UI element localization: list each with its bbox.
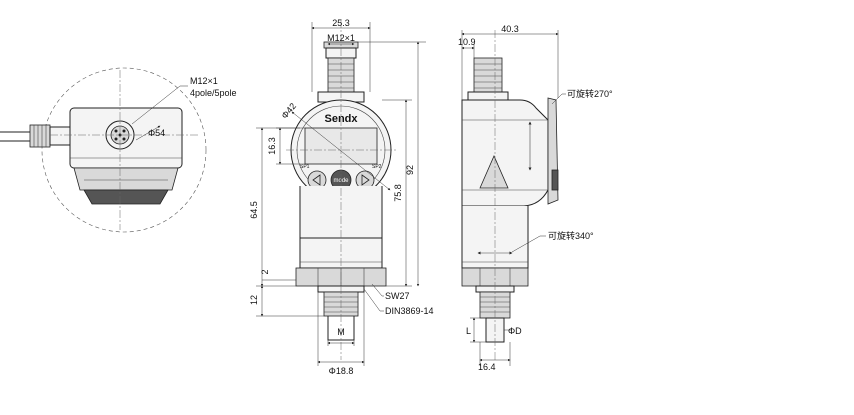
label-phi54: Φ54 <box>148 128 165 138</box>
dim-front-display-h: 16.3 <box>267 137 277 155</box>
label-m12: M12×1 <box>190 76 218 86</box>
side-view: 40.3 10.9 可旋转270° 可旋转340° L ΦD 16.4 <box>458 24 613 372</box>
dim-front-display-dia: Φ42 <box>279 101 298 121</box>
dim-front-height-75: 75.8 <box>393 184 403 202</box>
dim-front-thread: M12×1 <box>327 33 355 43</box>
dim-front-2: 2 <box>260 269 270 274</box>
dim-side-width: 40.3 <box>501 24 519 34</box>
label-rotate-270: 可旋转270° <box>567 88 613 99</box>
label-sw27: SW27 <box>385 291 410 301</box>
dim-side-bottom: 16.4 <box>478 362 496 372</box>
label-L: L <box>466 326 471 336</box>
label-din: DIN3869-14 <box>385 306 434 316</box>
dim-front-height-64: 64.5 <box>249 201 259 219</box>
label-m: M <box>337 327 345 337</box>
side-top-thread <box>473 57 503 93</box>
dim-front-height-92: 92 <box>405 165 415 175</box>
dim-front-width: 25.3 <box>332 18 350 28</box>
left-top-view: M12×1 4pole/5pole Φ54 <box>0 67 237 233</box>
sp1-label: SP1 <box>300 164 310 170</box>
label-pole: 4pole/5pole <box>190 88 237 98</box>
outline-circle <box>41 67 207 233</box>
mode-button-label: mode <box>333 178 349 184</box>
front-view: Sendx SP1 SP2 mode 25.3 <box>249 18 434 376</box>
cable-plug <box>29 124 51 148</box>
dim-front-12: 12 <box>249 295 259 305</box>
dim-front-bottom: Φ18.8 <box>329 366 354 376</box>
label-rotate-340: 可旋转340° <box>548 230 594 241</box>
dim-side-offset: 10.9 <box>458 37 476 47</box>
label-phiD: ΦD <box>508 326 522 336</box>
brand-logo: Sendx <box>324 113 358 125</box>
side-taper <box>479 155 509 189</box>
sp2-label: SP2 <box>372 164 382 170</box>
